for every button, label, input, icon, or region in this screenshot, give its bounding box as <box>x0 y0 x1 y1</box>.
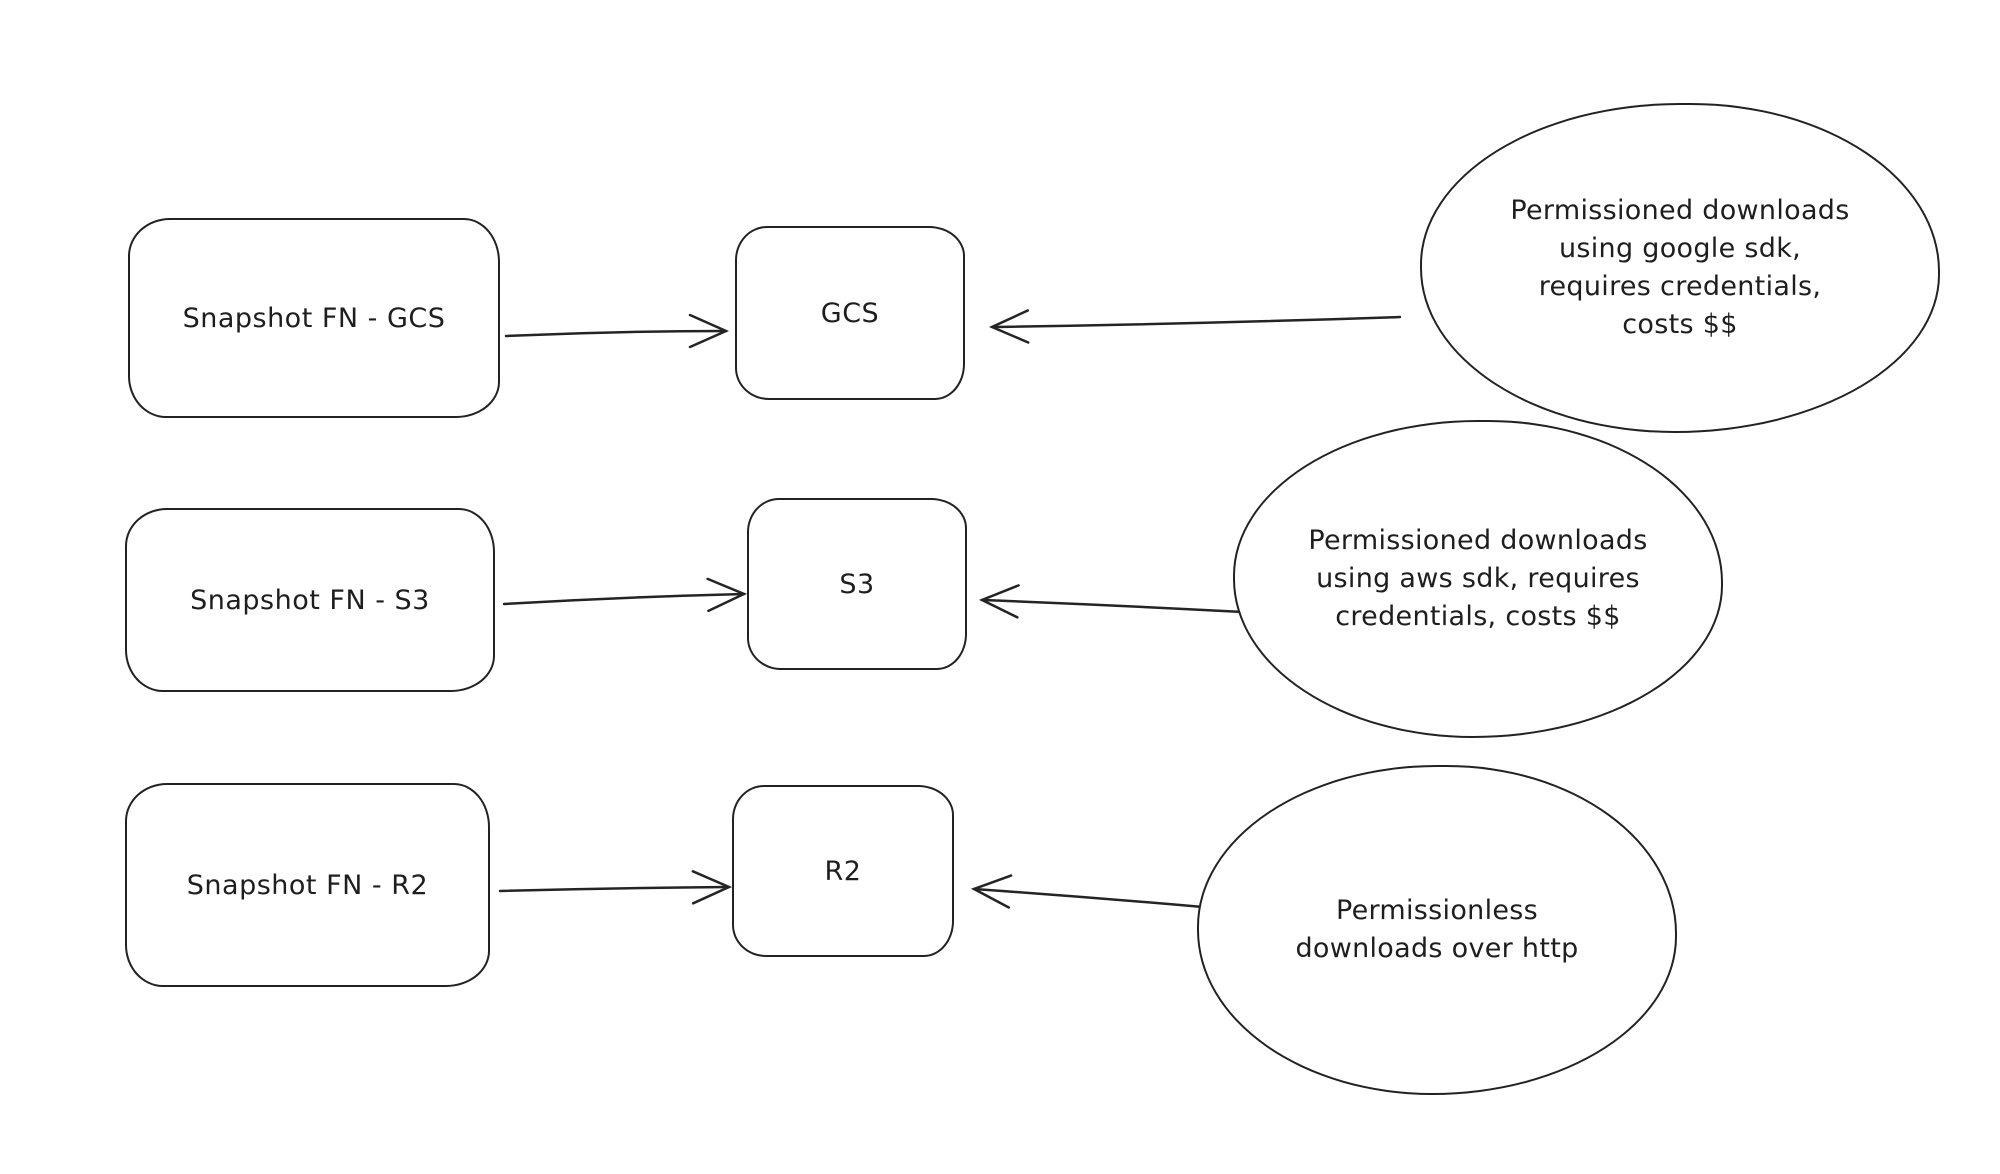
node-snapshot-fn-s3-label: Snapshot FN - S3 <box>190 584 430 616</box>
note-r2-text: Permissionless downloads over http <box>1295 895 1579 964</box>
node-snapshot-fn-r2: Snapshot FN - R2 <box>125 783 490 987</box>
node-snapshot-fn-gcs-label: Snapshot FN - GCS <box>182 302 446 334</box>
edge-note-r2-to-r2 <box>970 874 1205 909</box>
note-r2-ellipse: Permissionless downloads over http <box>1197 765 1677 1095</box>
edge-note-gcs-to-gcs <box>988 309 1402 344</box>
node-s3-bucket-label: S3 <box>839 568 875 600</box>
note-gcs-text: Permissioned downloads using google sdk,… <box>1510 195 1850 340</box>
note-s3-ellipse: Permissioned downloads using aws sdk, re… <box>1233 420 1723 738</box>
node-snapshot-fn-r2-label: Snapshot FN - R2 <box>186 869 429 901</box>
node-r2-bucket-label: R2 <box>824 855 862 887</box>
node-gcs-bucket-label: GCS <box>820 297 880 329</box>
note-s3-text: Permissioned downloads using aws sdk, re… <box>1308 525 1648 632</box>
edge-snapshot-fn-r2-to-r2 <box>498 870 733 905</box>
edge-snapshot-fn-gcs-to-gcs <box>504 313 730 349</box>
node-snapshot-fn-gcs: Snapshot FN - GCS <box>128 218 500 418</box>
node-gcs-bucket: GCS <box>735 226 965 400</box>
edge-note-s3-to-s3 <box>978 584 1245 619</box>
note-gcs-ellipse: Permissioned downloads using google sdk,… <box>1420 103 1940 433</box>
node-snapshot-fn-s3: Snapshot FN - S3 <box>125 508 495 692</box>
edge-snapshot-fn-s3-to-s3 <box>502 577 748 613</box>
node-r2-bucket: R2 <box>732 785 954 957</box>
node-s3-bucket: S3 <box>747 498 967 670</box>
